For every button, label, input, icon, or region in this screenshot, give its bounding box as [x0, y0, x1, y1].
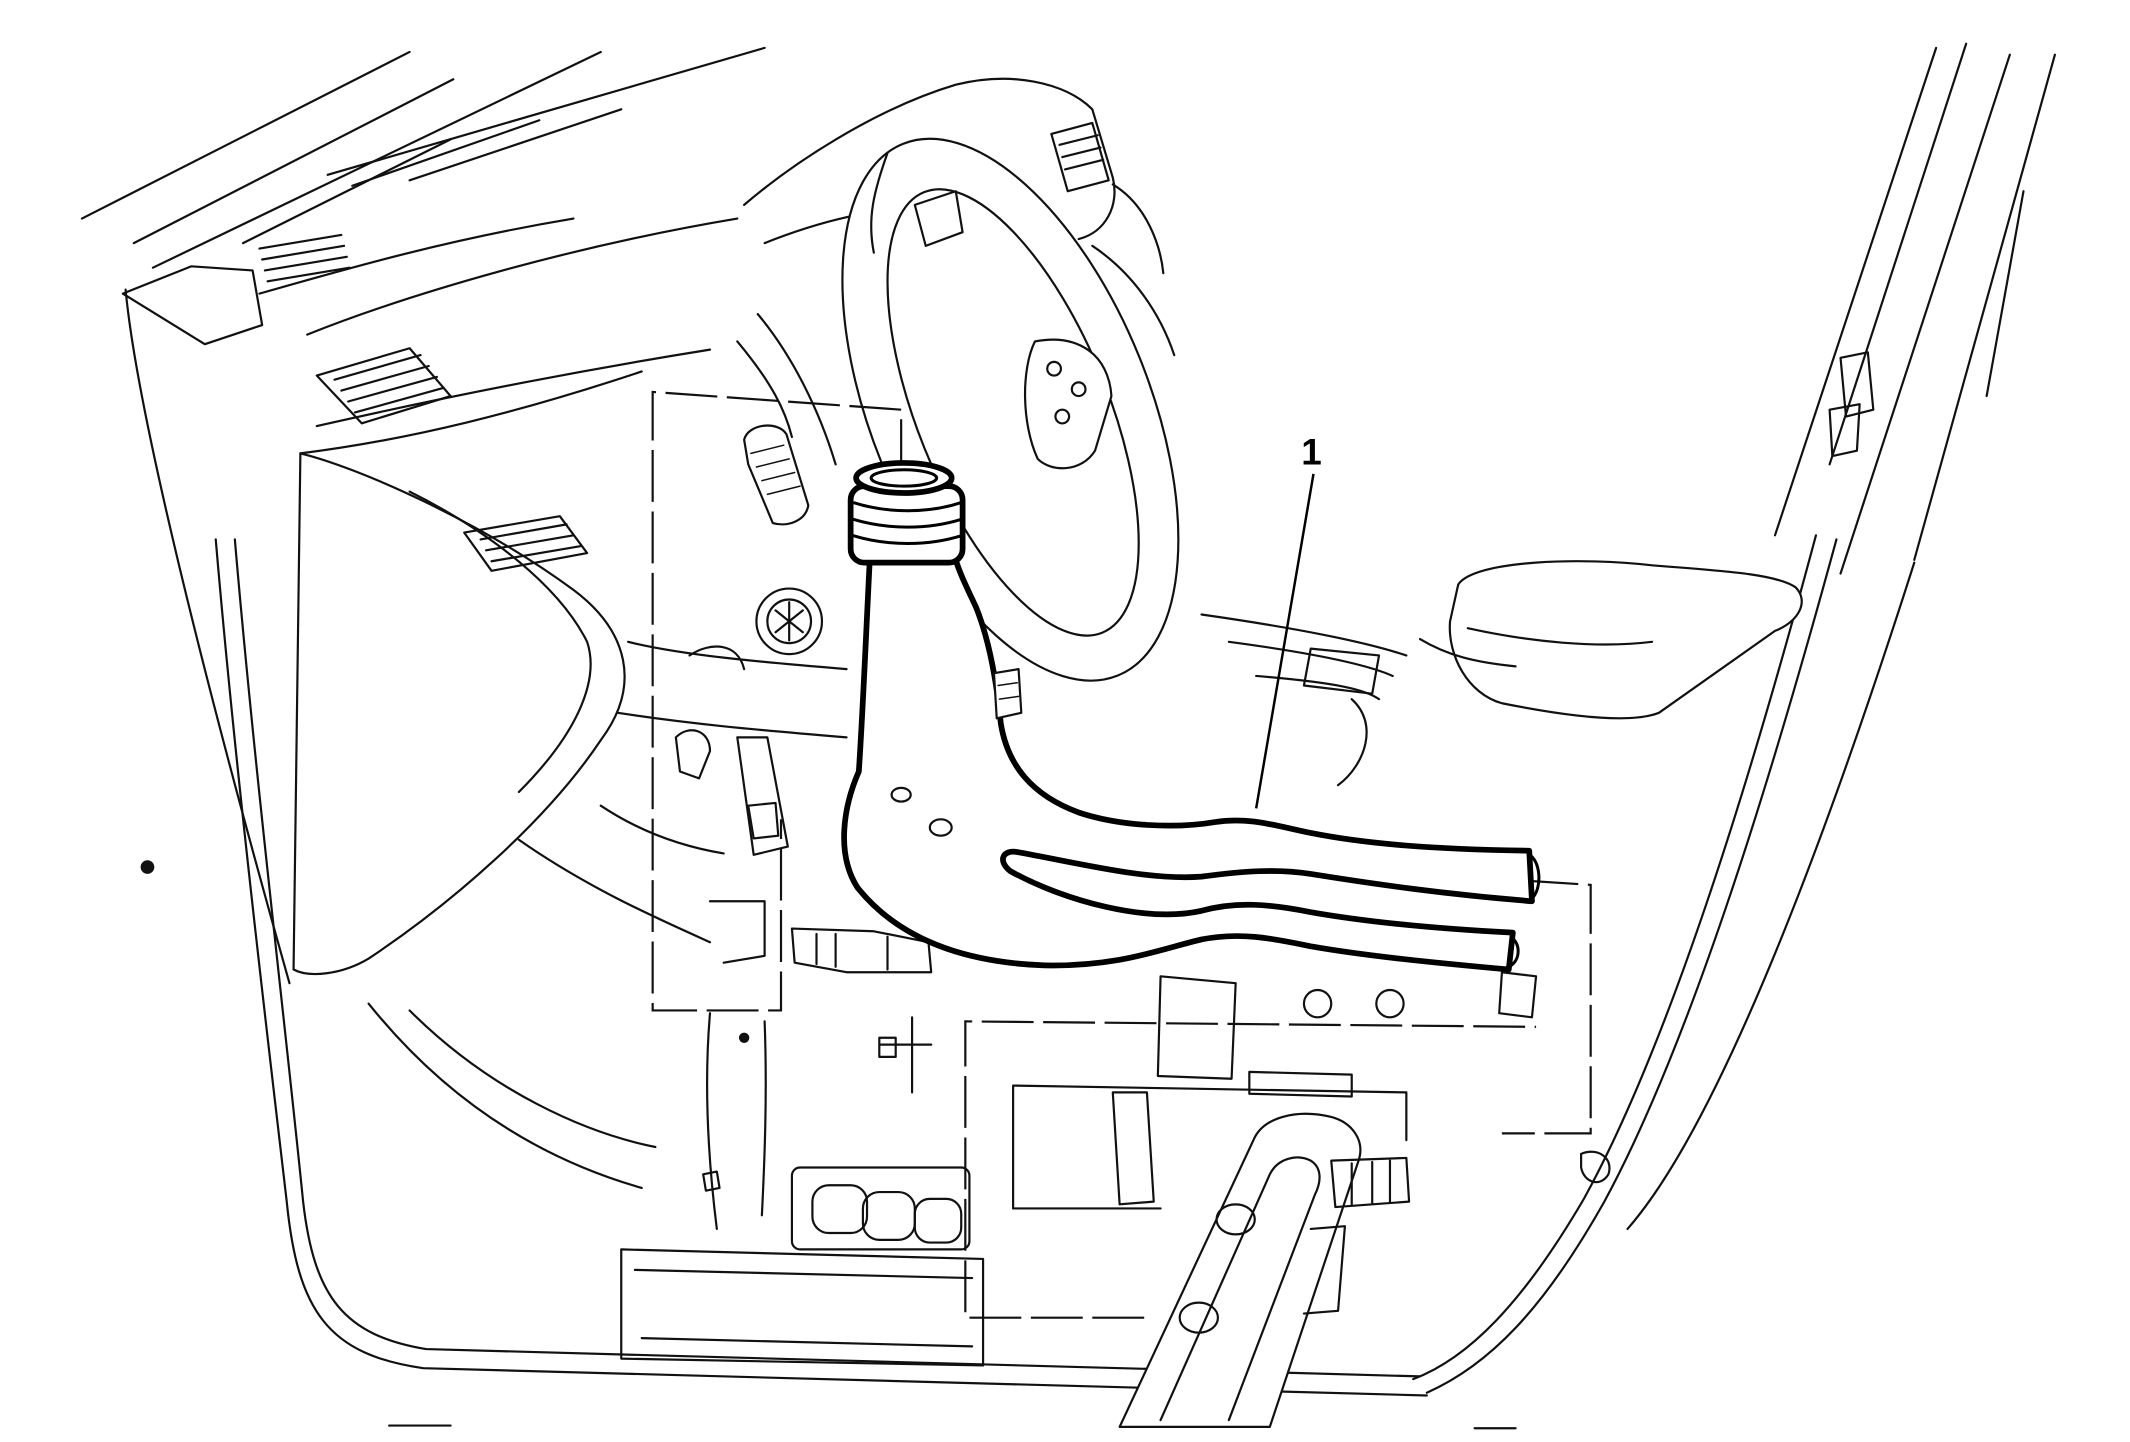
center-air-vent — [463, 515, 589, 572]
inset-bolt — [743, 424, 810, 526]
pedal-fastener — [878, 1016, 933, 1094]
floor-pan — [367, 804, 767, 1231]
floor-console-rail — [1118, 1112, 1362, 1428]
right-air-vent — [1050, 121, 1110, 193]
wiring-connector — [790, 927, 933, 974]
air-duct-clip — [992, 668, 1023, 720]
steering-wheel-hub — [1023, 338, 1113, 470]
detail-inset-left — [651, 390, 903, 1012]
dashboard — [258, 77, 1176, 739]
callout-label: 1 — [1301, 431, 1322, 472]
detail-inset-right — [1501, 879, 1592, 1135]
center-console-armrest — [1418, 560, 1803, 720]
detail-inset-lower — [964, 1020, 1537, 1319]
floor-crossmember — [620, 1248, 985, 1367]
callout-leader-line — [1254, 473, 1315, 809]
floor-pan-holes — [790, 1166, 971, 1251]
tunnel-brackets — [1111, 971, 1538, 1206]
right-door-opening — [1412, 534, 1916, 1394]
harness-connector-right — [1302, 1156, 1411, 1315]
windshield-hatching — [80, 46, 766, 269]
right-a-pillar — [1773, 42, 2056, 575]
air-duct-holes — [890, 786, 953, 837]
left-a-pillar — [121, 233, 351, 985]
air-duct — [841, 557, 1541, 973]
door-bolt — [140, 860, 155, 874]
console-shifter-area — [1200, 613, 1408, 787]
screw-head — [755, 587, 824, 656]
left-air-vent — [315, 347, 452, 425]
floor-opening — [1012, 1070, 1408, 1210]
inset-bracket — [674, 645, 789, 964]
air-duct-collar — [847, 460, 966, 566]
door-opening-frame — [214, 538, 1517, 1430]
steering-wheel — [841, 137, 1180, 682]
instrument-panel-end-cap — [292, 452, 626, 976]
